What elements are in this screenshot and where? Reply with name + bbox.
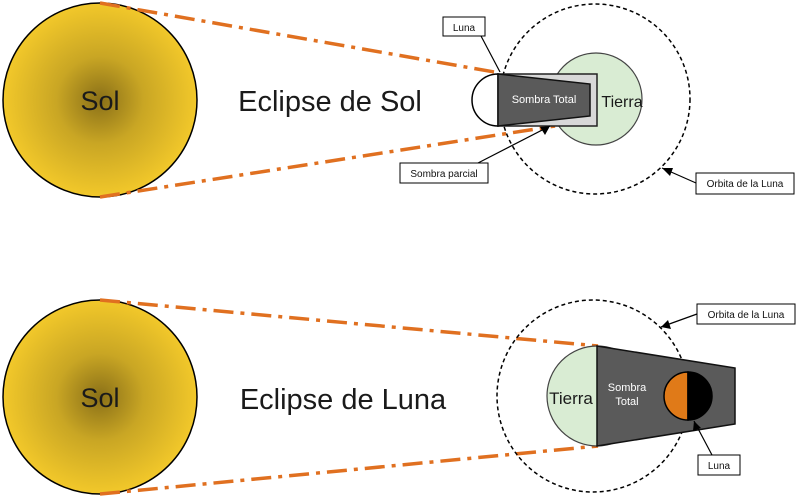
moon-callout-box-bottom xyxy=(697,454,741,476)
moon-lit-half xyxy=(663,371,689,421)
ray-top-lower xyxy=(99,124,556,199)
ray-bottom-upper xyxy=(99,298,599,348)
solar-eclipse-section: Sol Sombra Total Tierra Eclipse de Sol L… xyxy=(2,1,795,199)
total-shadow-label-bottom-1: Sombra xyxy=(608,382,647,394)
orbit-arrowhead-top xyxy=(662,168,673,176)
orbit-arrowhead-bottom xyxy=(661,320,671,329)
moon-callout-line-top xyxy=(480,35,501,73)
orbit-callout-top: Orbita de la Luna xyxy=(707,179,784,190)
total-shadow-top xyxy=(497,73,591,127)
moon-arrowhead-bottom xyxy=(693,421,701,431)
lunar-eclipse-section: Sol Tierra Sombra Total Eclipse de Luna … xyxy=(2,298,796,496)
orbit-callout-box-top xyxy=(695,172,795,195)
earth-label-top: Tierra xyxy=(601,94,642,111)
moon-callout-top: Luna xyxy=(453,23,476,34)
moon-callout-bottom: Luna xyxy=(708,461,731,472)
total-shadow-label-top: Sombra Total xyxy=(512,94,577,106)
sun-label-bottom: Sol xyxy=(80,383,119,413)
moon-top xyxy=(471,73,499,127)
partial-shadow-callout: Sombra parcial xyxy=(410,169,477,180)
partial-shadow-callout-box xyxy=(399,162,489,184)
ray-bottom-lower xyxy=(99,444,599,496)
earth-label-bottom: Tierra xyxy=(549,389,593,408)
partial-shadow-callout-line xyxy=(477,125,551,164)
orbit-callout-bottom: Orbita de la Luna xyxy=(708,310,785,321)
sun-label-top: Sol xyxy=(80,86,119,116)
total-shadow-label-bottom-2: Total xyxy=(615,396,638,408)
partial-shadow-arrowhead xyxy=(540,126,550,135)
lunar-eclipse-title: Eclipse de Luna xyxy=(240,384,447,416)
moon-callout-box-top xyxy=(442,16,486,37)
moon-dark-half xyxy=(687,371,713,421)
ray-top-upper xyxy=(99,1,501,75)
solar-eclipse-title: Eclipse de Sol xyxy=(238,86,422,118)
